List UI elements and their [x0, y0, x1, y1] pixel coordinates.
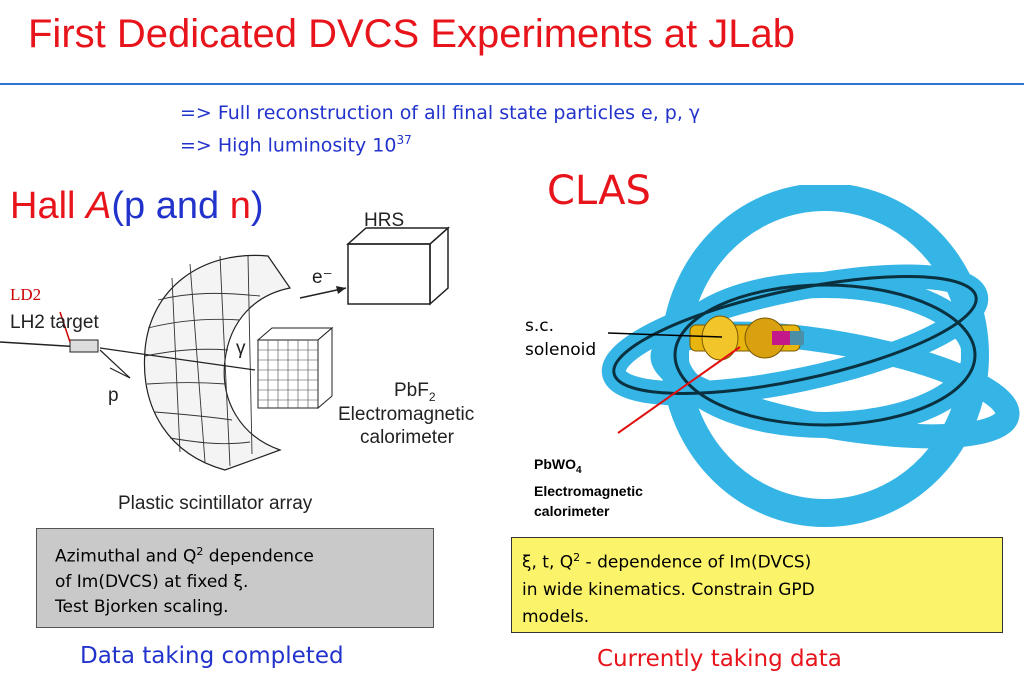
solenoid-pointer — [607, 332, 723, 338]
pbwo4-text: PbWO — [534, 456, 576, 472]
hall-a-summary-line1: Azimuthal and Q2 dependence — [55, 539, 419, 570]
solenoid-label: s.c. solenoid — [525, 314, 596, 362]
hall-a-status: Data taking completed — [80, 643, 344, 669]
title-divider — [0, 83, 1024, 85]
clas-summary-line1: ξ, t, Q2 - dependence of Im(DVCS) — [522, 544, 992, 577]
hall-a-summary-line2: of Im(DVCS) at fixed ξ. — [55, 571, 249, 592]
lh2-target-cell — [69, 339, 99, 353]
hall-n: n — [229, 185, 251, 227]
hall-a-summary-line3: Test Bjorken scaling. — [55, 596, 229, 617]
lh2-target-label: LH2 target — [10, 312, 99, 333]
hall-a-calorimeter-label: calorimeter — [360, 427, 454, 448]
proton-label: p — [108, 385, 119, 406]
hall-letter-a: A — [86, 185, 112, 227]
calorimeter-pointer — [617, 346, 741, 434]
solenoid-label-line2: solenoid — [525, 340, 597, 360]
hall-a-summary-box: Azimuthal and Q2 dependence of Im(DVCS) … — [36, 528, 434, 628]
clas-torus-coils — [601, 185, 1020, 527]
pbwo4-line: PbWO4 — [534, 454, 643, 481]
clas-summary-line2: in wide kinematics. Constrain GPD — [522, 579, 815, 600]
hrs-box — [346, 226, 450, 306]
ld2-label: LD2 — [10, 285, 42, 304]
bullet-reconstruction: => Full reconstruction of all final stat… — [180, 102, 701, 124]
pbf2-label: PbF2 — [394, 380, 436, 404]
slide-title: First Dedicated DVCS Experiments at JLab — [28, 12, 795, 56]
hall-a-summary-line1-a: Azimuthal and Q — [55, 546, 197, 567]
luminosity-exponent: 37 — [396, 133, 412, 147]
e-minus-label: e⁻ — [312, 267, 333, 288]
plastic-scintillator-label: Plastic scintillator array — [118, 493, 313, 514]
clas-status: Currently taking data — [597, 646, 842, 672]
pbf2-text: PbF — [394, 380, 429, 401]
hrs-label: HRS — [364, 210, 405, 231]
clas-detector-figure — [601, 185, 1020, 527]
hall-close-paren: ) — [250, 185, 264, 227]
clas-summary-line3: models. — [522, 606, 590, 627]
hall-a-heading: Hall A(p and n) — [10, 185, 264, 228]
clas-heading: CLAS — [547, 168, 651, 214]
hall-a-summary-sup: 2 — [196, 545, 204, 558]
solenoid-body — [689, 315, 804, 361]
clas-em-label: Electromagnetic — [534, 482, 643, 499]
clas-calorimeter-label: calorimeter — [534, 502, 610, 519]
clas-summary-box: ξ, t, Q2 - dependence of Im(DVCS) in wid… — [511, 537, 1003, 633]
pbf2-calorimeter-block — [256, 326, 334, 410]
gamma-label: γ — [236, 338, 246, 359]
hall-p-and: (p and — [111, 185, 230, 227]
bullet-luminosity: => High luminosity 1037 — [180, 133, 412, 156]
hall-word: Hall — [10, 185, 87, 227]
hall-a-em-label: Electromagnetic — [338, 404, 475, 425]
hall-a-summary-line1-b: dependence — [203, 546, 314, 567]
pbf2-subscript: 2 — [428, 389, 436, 404]
clas-summary-sup: 2 — [573, 551, 581, 564]
scintillator-shell — [143, 254, 292, 471]
clas-summary-line1-b: - dependence of Im(DVCS) — [580, 552, 812, 573]
bullet-luminosity-text: => High luminosity 10 — [180, 134, 397, 157]
clas-summary-line1-a: ξ, t, Q — [522, 552, 574, 573]
hall-a-detector-figure — [0, 226, 450, 471]
shell-grid — [144, 255, 261, 467]
pbwo4-subscript: 4 — [576, 464, 582, 476]
solenoid-label-line1: s.c. — [525, 316, 555, 336]
